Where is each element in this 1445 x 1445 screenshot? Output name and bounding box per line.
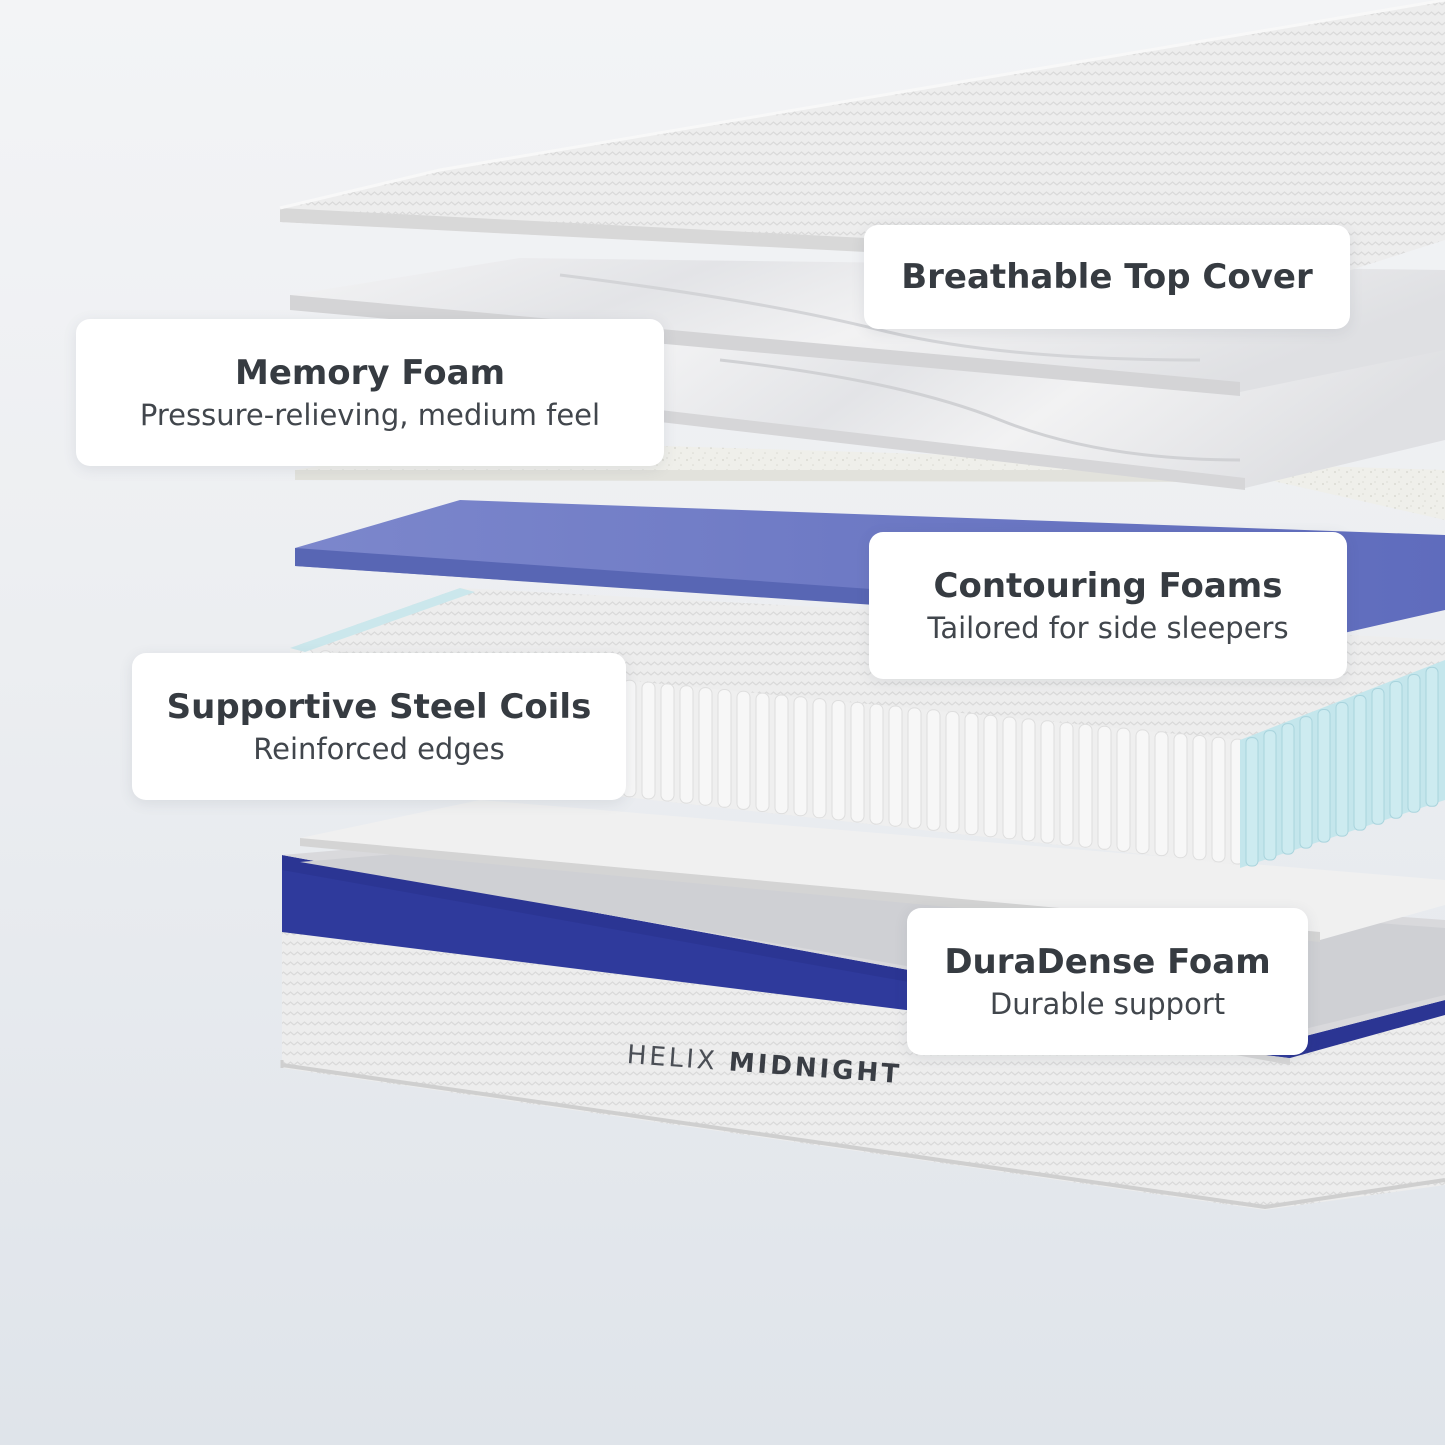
coil-rib-aqua — [1407, 673, 1421, 813]
coil-rib-aqua — [1425, 666, 1439, 807]
coil-rib — [812, 698, 827, 819]
coil-rib — [850, 701, 865, 823]
coil-rib — [869, 703, 884, 825]
callout-duradense-foam: DuraDense Foam Durable support — [907, 908, 1308, 1055]
coil-rib — [641, 681, 656, 800]
coil-rib — [1097, 725, 1112, 850]
coil-rib — [660, 683, 675, 802]
coil-rib-aqua — [1371, 687, 1385, 825]
coil-rib — [1116, 727, 1131, 852]
coil-rib — [679, 685, 694, 804]
coil-ribs-aqua — [1245, 666, 1439, 867]
coil-rib-aqua — [1317, 709, 1331, 843]
coil-rib — [1154, 731, 1169, 857]
coil-rib — [755, 692, 770, 813]
coil-rib — [964, 712, 979, 836]
coil-rib — [831, 699, 846, 821]
callout-subtitle: Pressure-relieving, medium feel — [139, 397, 601, 432]
callout-title: Breathable Top Cover — [901, 257, 1313, 297]
coil-rib-aqua — [1263, 730, 1277, 861]
coil-rib-aqua — [1353, 695, 1367, 831]
coil-rib — [888, 705, 903, 827]
coil-rib — [736, 690, 751, 810]
callout-memory-foam: Memory Foam Pressure-relieving, medium f… — [76, 319, 664, 466]
coil-rib-aqua — [1389, 680, 1403, 819]
coil-rib — [1059, 722, 1074, 846]
coil-rib — [926, 709, 941, 831]
coil-rib — [1002, 716, 1017, 840]
callout-title: DuraDense Foam — [944, 941, 1271, 982]
coil-rib — [1021, 718, 1036, 842]
coil-rib-aqua — [1281, 723, 1295, 855]
coil-rib — [793, 696, 808, 817]
coil-rib — [1135, 729, 1150, 855]
coil-rib — [774, 694, 789, 815]
callout-contouring-foams: Contouring Foams Tailored for side sleep… — [869, 532, 1347, 679]
callout-subtitle: Tailored for side sleepers — [927, 610, 1289, 645]
coil-rib — [717, 688, 732, 808]
coil-rib — [945, 711, 960, 834]
coil-rib — [907, 707, 922, 829]
coil-rib — [698, 687, 713, 806]
coil-rib — [983, 714, 998, 838]
callout-title: Memory Foam — [234, 352, 506, 393]
callout-breathable-top-cover: Breathable Top Cover — [864, 225, 1350, 329]
callout-subtitle: Reinforced edges — [253, 731, 505, 766]
coil-rib-aqua — [1245, 737, 1259, 867]
coil-rib — [1211, 736, 1226, 863]
callout-supportive-steel-coils: Supportive Steel Coils Reinforced edges — [132, 653, 626, 800]
callout-title: Supportive Steel Coils — [166, 686, 592, 727]
coil-rib — [1040, 720, 1055, 844]
coil-rib-aqua — [1299, 716, 1313, 849]
coil-rib — [1192, 734, 1207, 861]
coil-rib — [1173, 733, 1188, 859]
callout-subtitle: Durable support — [989, 986, 1226, 1021]
callout-title: Contouring Foams — [933, 565, 1283, 606]
coil-rib — [1078, 723, 1093, 848]
coil-rib-aqua — [1335, 702, 1349, 837]
